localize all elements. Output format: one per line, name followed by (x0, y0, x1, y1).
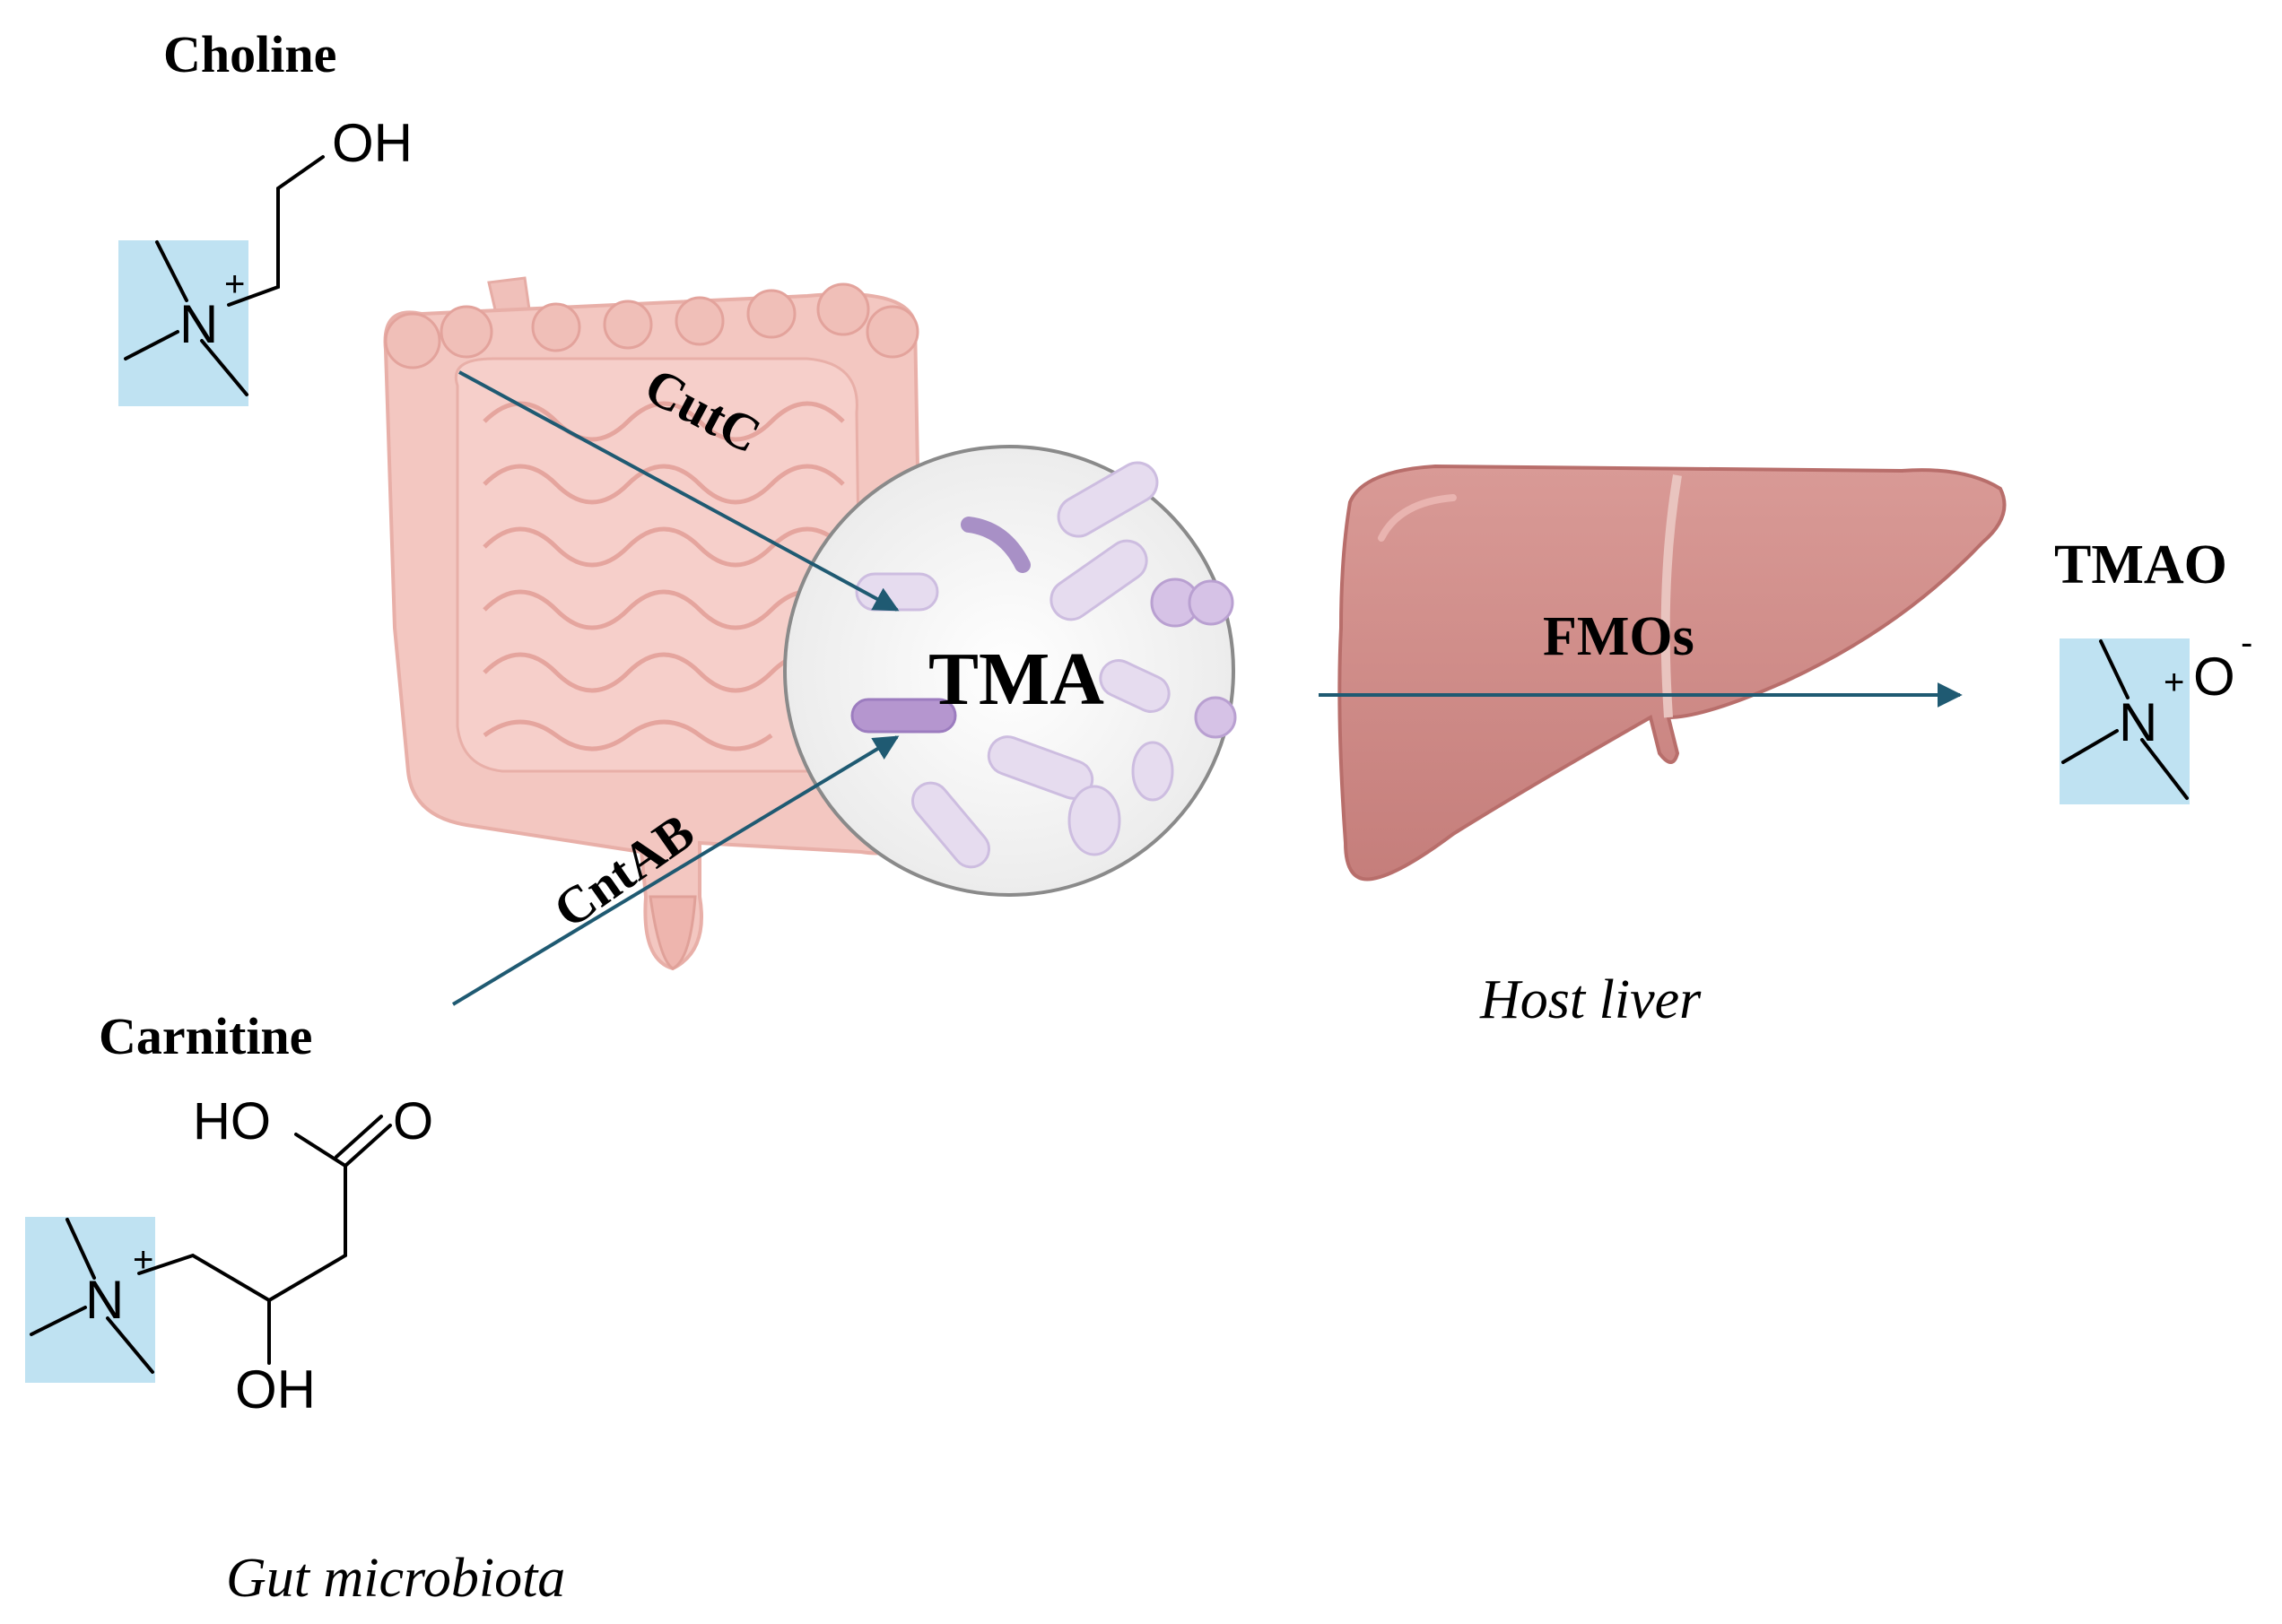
tmao-title: TMAO (2054, 534, 2227, 595)
choline-title: Choline (163, 25, 336, 83)
carnitine-oh: OH (235, 1359, 316, 1420)
liver-illustration (1337, 464, 2007, 881)
carnitine-title: Carnitine (99, 1007, 312, 1065)
tmao-minus: - (2241, 623, 2252, 663)
cntab-arrow (451, 735, 900, 1006)
choline-charge: + (224, 265, 245, 304)
arrows (451, 370, 1963, 1006)
choline-structure: N + OH (118, 113, 413, 406)
fmos-label: FMOs (1543, 606, 1694, 667)
carnitine-n: N (85, 1270, 124, 1330)
tmao-o: O (2193, 647, 2235, 707)
gut-microbiota-label: Gut microbiota (226, 1548, 565, 1609)
choline-oh: OH (332, 113, 413, 173)
microbiota-circle (783, 445, 1237, 897)
carnitine-ho: HO (193, 1092, 271, 1151)
host-liver-label: Host liver (1479, 969, 1702, 1030)
carnitine-o: O (393, 1092, 433, 1151)
tmao-structure: N + O - (2060, 623, 2252, 804)
tmao-charge: + (2164, 663, 2184, 702)
choline-n: N (179, 294, 218, 354)
carnitine-structure: N + HO O OH (25, 1092, 433, 1420)
cutc-arrow (458, 370, 900, 612)
carnitine-highlight (25, 1217, 155, 1383)
tma-label: TMA (928, 638, 1104, 721)
tmao-n: N (2119, 692, 2157, 752)
choline-highlight (118, 240, 248, 406)
tmao-highlight (2060, 638, 2190, 804)
